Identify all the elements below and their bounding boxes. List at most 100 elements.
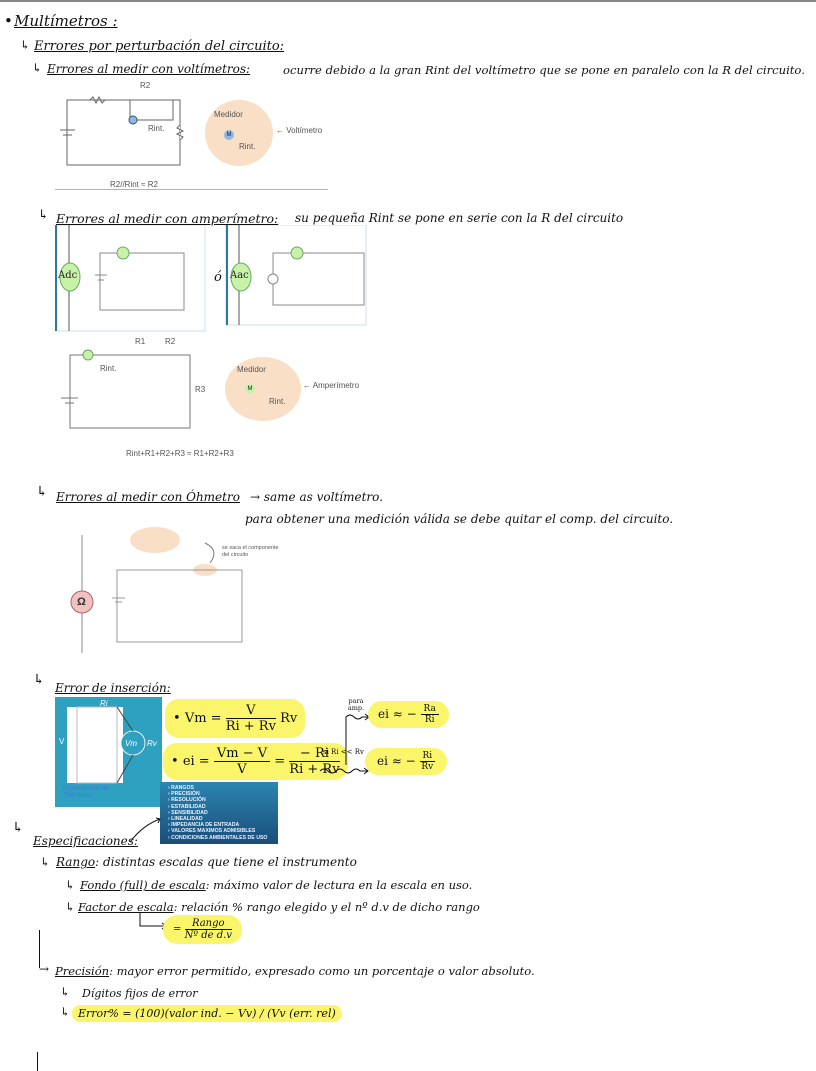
formula-den: Ri + Rv: [225, 719, 276, 734]
heading-ohmetro: Errores al medir con Óhmetro: [56, 490, 240, 504]
fondo-label: Fondo (full) de escala: [80, 878, 206, 892]
amperimetro-diagrams: [55, 225, 367, 332]
arrow-icon: ↳: [32, 61, 43, 75]
formula-den: Ri: [424, 715, 435, 725]
spec-list: › RANGOS › PRECISIÓN › RESOLUCIÓN › ESTA…: [160, 782, 278, 844]
precision-line: Precisión: mayor error permitido, expres…: [55, 964, 535, 978]
heading-insercion: Error de inserción:: [55, 681, 171, 695]
equation-amperimetro: Rint+R1+R2+R3 ≈ R1+R2+R3: [126, 449, 234, 458]
label-rint: Rint.: [148, 124, 165, 133]
spec-label: CONDICIONES AMBIENTALES DE USO: [171, 834, 268, 841]
label-r3: R3: [195, 385, 206, 394]
amperimetro-circuit: [61, 349, 191, 429]
page-title: Multímetros :: [14, 12, 118, 30]
spec-item: › RANGOS: [168, 785, 194, 791]
arrow-icon: →: [39, 962, 50, 976]
label-rint: Rint.: [239, 142, 256, 151]
arrow-icon: ↳: [40, 855, 51, 869]
arrow-icon: ↳: [20, 38, 31, 52]
wavy-arrows: [319, 713, 370, 775]
formula-lhs: ei ≈ −: [378, 707, 417, 721]
spec-item: › PRECISIÓN: [168, 791, 200, 798]
formula-rhs: Rv: [280, 711, 298, 726]
spec-label: RANGOS: [171, 785, 194, 791]
formula-lhs: ei ≈ −: [377, 754, 416, 768]
formula-num: Vm − V: [213, 746, 271, 762]
factor-label: Factor de escala: [78, 900, 174, 914]
spec-label: IMPEDANCIA DE ENTRADA: [171, 822, 240, 829]
ohmetro-circuit: [70, 527, 243, 653]
spec-label: ESTABILIDAD: [171, 803, 206, 810]
medidor-bubble: Medidor M Rint.: [225, 357, 301, 421]
label-amperimetro: ← Amperímetro: [303, 381, 360, 390]
label-rint: Rint.: [269, 397, 286, 406]
spec-label: SENSIBILIDAD: [171, 809, 208, 816]
spec-item: › ESTABILIDAD: [168, 803, 206, 810]
spec-item: › IMPEDANCIA DE ENTRADA: [168, 822, 240, 829]
label-v: V: [59, 737, 65, 746]
formula-num: V: [225, 703, 276, 719]
precision-label: Precisión: [55, 964, 110, 978]
factor-text: : relación % rango elegido y el nº d.v d…: [173, 900, 480, 914]
formula-num: Rango: [184, 918, 232, 930]
equation-voltimetro: R2//Rint ≈ R2: [110, 180, 158, 189]
arrow-icon: ↳: [33, 672, 45, 688]
precision-text: : mayor error permitido, expresado como …: [109, 964, 535, 978]
spec-item: › LINEALIDAD: [168, 816, 203, 823]
thevenin-caption: Equivalente de Thevenin: [63, 785, 110, 799]
spec-label: PRECISIÓN: [171, 791, 200, 798]
label-r1: R1: [135, 337, 146, 346]
arrow-icon: ↳: [38, 208, 49, 223]
ohmetro-text: → same as voltímetro.: [250, 490, 383, 504]
formula-den: Rv: [421, 762, 434, 772]
spec-label: VALORES MAXIMOS ADMISIBLES: [171, 828, 256, 835]
tree-line: [39, 930, 40, 968]
voltimetro-text: ocurre debido a la gran Rint del voltíme…: [283, 63, 805, 77]
label-rv: Rv: [147, 739, 157, 748]
spec-label: RESOLUCIÓN: [171, 797, 206, 804]
medidor-bubble: Medidor M Rint.: [205, 100, 273, 166]
label-vm: Vm: [125, 739, 137, 748]
voltimetro-circuit: [60, 95, 185, 166]
heading-voltimetro: Errores al medir con voltímetros:: [47, 62, 251, 76]
bullet-icon: •: [4, 12, 13, 30]
formula-den: Nº de d.v: [184, 930, 232, 941]
arrow-icon: ↳: [12, 820, 24, 836]
formula-num: Ri: [419, 751, 436, 762]
rango-text: : distintas escalas que tiene el instrum…: [95, 855, 357, 869]
spec-label: LINEALIDAD: [171, 816, 203, 823]
label-rint: Rint.: [100, 364, 117, 373]
tree-line: [37, 1052, 38, 1071]
formula-den: Ri + Rv: [289, 762, 340, 777]
spec-item: › RESOLUCIÓN: [168, 797, 206, 804]
formula-lhs: ei =: [182, 754, 210, 769]
heading-perturbacion: Errores por perturbación del circuito:: [34, 39, 285, 54]
spec-arrow: [129, 817, 161, 843]
error-pct-formula: Error% = (100)(valor ind. − Vv) / (Vv (e…: [72, 1005, 342, 1022]
formula-lhs: Vm =: [184, 711, 222, 726]
aac-label: Aac: [230, 270, 249, 281]
formula-eq: =: [274, 754, 286, 769]
factor-line: Factor de escala: relación % rango elegi…: [78, 900, 480, 914]
error-pct-line: Error% = (100)(valor ind. − Vv) / (Vv (e…: [72, 1005, 342, 1022]
heading-amperimetro: Errores al medir con amperímetro:: [56, 211, 279, 226]
heading-especificaciones: Especificaciones:: [33, 834, 138, 848]
arrow-icon: ↳: [65, 878, 76, 892]
spec-item: › VALORES MAXIMOS ADMISIBLES: [168, 828, 256, 835]
arrow-icon: ↳: [36, 484, 48, 500]
divider: [55, 189, 328, 190]
arrow-icon: ↳: [60, 1005, 71, 1019]
adc-label: Adc: [58, 270, 78, 281]
formula-eq: =: [173, 924, 182, 935]
amp-note: para amp.: [347, 697, 365, 712]
digitos-text: Dígitos fijos de error: [82, 987, 198, 1000]
fondo-text: : máximo valor de lectura en la escala e…: [205, 878, 473, 892]
thevenin-diagram: Ri V Vm Rv Equivalente de Thevenin: [55, 697, 162, 807]
formula-num: Ra: [420, 704, 439, 715]
top-border: [0, 0, 816, 2]
